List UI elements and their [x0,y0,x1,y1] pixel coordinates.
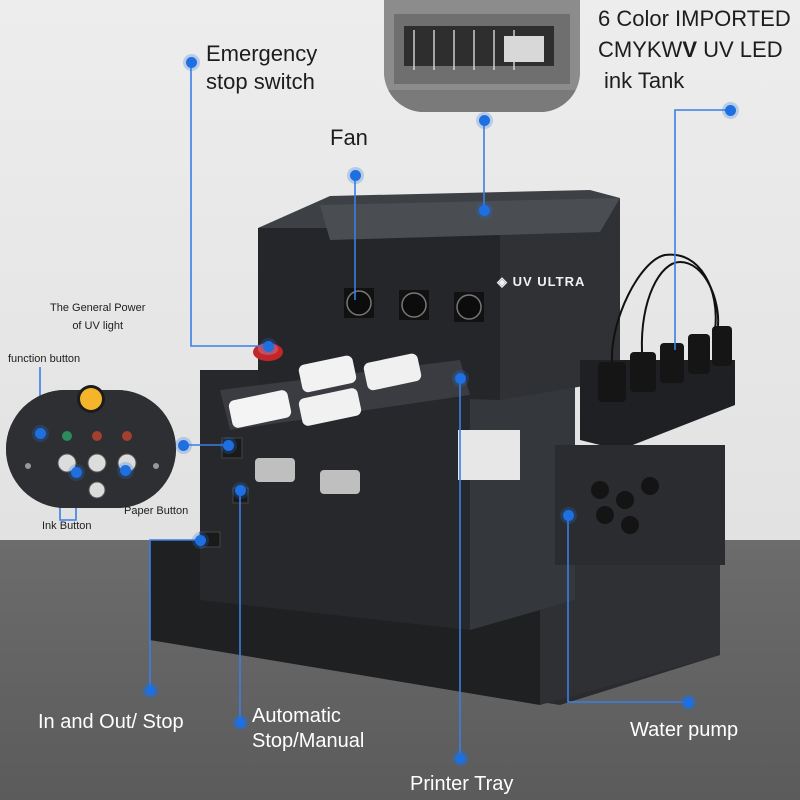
callout-dot-automatic [235,717,246,728]
label-auto-line1: Automatic [252,705,341,727]
label-in-out-stop: In and Out/ Stop [38,711,184,733]
callout-dot-paper-button [120,465,131,476]
callout-dot-water-pump-end [563,510,574,521]
label-power-line2: of UV light [72,319,124,332]
callout-dot-emergency [186,57,197,68]
callout-dot-fan [350,170,361,181]
callout-dot-ink-system-end [479,205,490,216]
callout-dot-printer-tray-end [455,373,466,384]
label-ink-line3: ink Tank [604,67,685,93]
brand-logo-icon: ◈ [497,274,513,289]
callout-dot-in-out [145,685,156,696]
label-paper-button: Paper Button [124,505,189,517]
label-ink-button: Ink Button [42,520,92,532]
ink-system-detail-inset [384,0,580,112]
callout-dot-automatic-end [235,485,246,496]
uv-power-knob-icon [80,388,102,410]
label-emergency-line1: Emergency [206,41,318,66]
label-ink-tank: 6 Color IMPORTED CMYKWV UV LED ink Tank [598,4,791,96]
label-automatic-stop-manual: Automatic Stop/Manual [252,704,364,754]
label-fan: Fan [330,125,368,150]
callout-dot-ink-system [479,115,490,126]
callout-dot-printer-tray [455,753,466,764]
brand-logo: ◈ UV ULTRA [497,274,586,289]
label-power-line1: The General Power [50,302,146,314]
label-function-button: function button [8,353,81,365]
label-auto-line2: Stop/Manual [252,730,365,752]
callout-dot-emergency-end [263,341,274,352]
label-emergency-stop: Emergency stop switch [206,40,317,95]
callout-dot-function-button [35,428,46,439]
label-emergency-line2: stop switch [206,68,315,94]
callout-dot-power-inset [178,440,189,451]
label-uv-power: The General Power of UV light [50,300,145,335]
callout-dot-power-machine [223,440,234,451]
label-printer-tray: Printer Tray [410,773,514,795]
label-water-pump: Water pump [630,719,739,741]
callout-dot-ink-button [71,467,82,478]
callout-dot-water-pump [683,697,694,708]
label-ink-line1: 6 Color IMPORTED [598,6,791,31]
callout-dot-in-out-end [195,535,206,546]
label-ink-line2: CMYKWV UV LED [598,36,783,62]
callout-dot-ink-tank [725,105,736,116]
